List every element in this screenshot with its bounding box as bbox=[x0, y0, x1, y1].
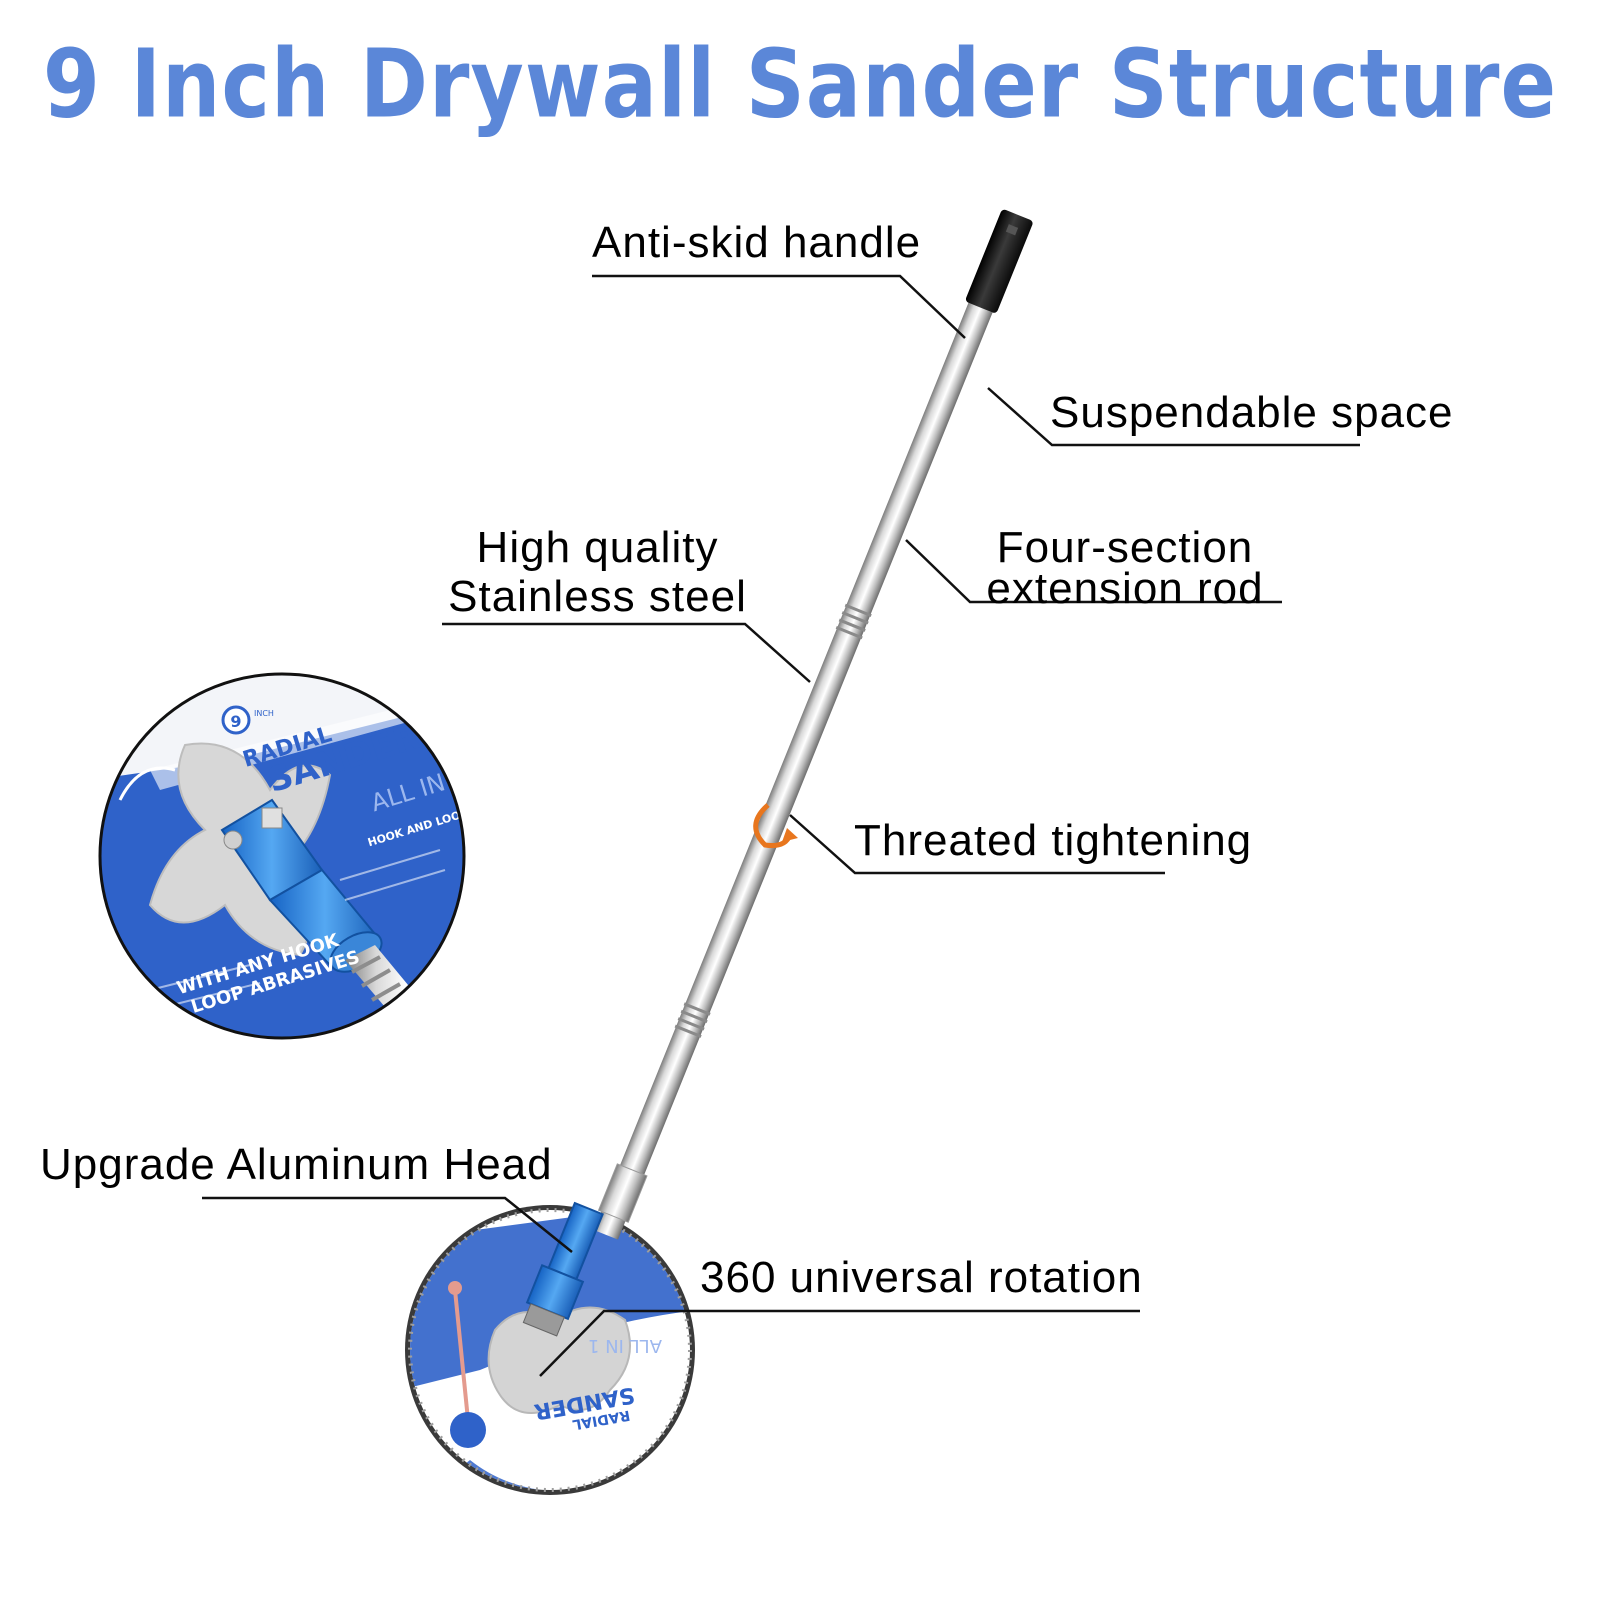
label-universal-rotation: 360 universal rotation bbox=[700, 1253, 1143, 1302]
label-high-quality-line1: High quality bbox=[476, 523, 719, 572]
leader-high-quality bbox=[442, 622, 811, 683]
leader-four-section bbox=[905, 539, 1282, 604]
pad-tagline: ALL IN 1 bbox=[588, 1335, 662, 1356]
leader-universal-rotation bbox=[539, 1309, 1140, 1377]
pole-rings-lower bbox=[674, 1002, 711, 1038]
extension-pole bbox=[522, 209, 1033, 1337]
thread-rotation-arrow bbox=[753, 803, 793, 848]
label-high-quality-line2: Stainless steel bbox=[448, 572, 747, 621]
anti-skid-grip bbox=[965, 209, 1033, 313]
leader-anti-skid-handle bbox=[592, 274, 966, 339]
label-four-section-line1: Four-section bbox=[996, 523, 1254, 572]
leader-threated-tightening bbox=[789, 814, 1165, 875]
label-threated-tightening: Threated tightening bbox=[854, 816, 1253, 865]
page-title: 9 Inch Drywall Sander Structure bbox=[42, 30, 1558, 140]
leader-lines bbox=[202, 274, 1360, 1377]
leader-suspendable-space bbox=[987, 387, 1360, 447]
inset-size-unit: INCH bbox=[254, 709, 274, 718]
sander-pad: RADIAL SANDER ALL IN 1 bbox=[405, 1205, 695, 1495]
pole-tube bbox=[593, 302, 993, 1240]
inset-border bbox=[98, 672, 466, 1040]
label-upgrade-aluminum-head: Upgrade Aluminum Head bbox=[40, 1140, 553, 1189]
label-suspendable-space: Suspendable space bbox=[1050, 388, 1454, 437]
label-anti-skid-handle: Anti-skid handle bbox=[592, 218, 922, 267]
leader-aluminum-head bbox=[202, 1196, 573, 1253]
swivel-connector bbox=[522, 1201, 604, 1337]
pole-collar bbox=[597, 1163, 648, 1223]
pole-rings-upper bbox=[835, 603, 872, 640]
inset-blue-connector bbox=[220, 798, 383, 973]
inset-size-badge: 9 bbox=[230, 712, 241, 731]
zoom-inset: 9 INCH RADIAL SANDER ALL IN 1 HOOK AND L… bbox=[98, 672, 466, 1040]
label-four-section-line2: extension rod bbox=[986, 564, 1264, 613]
